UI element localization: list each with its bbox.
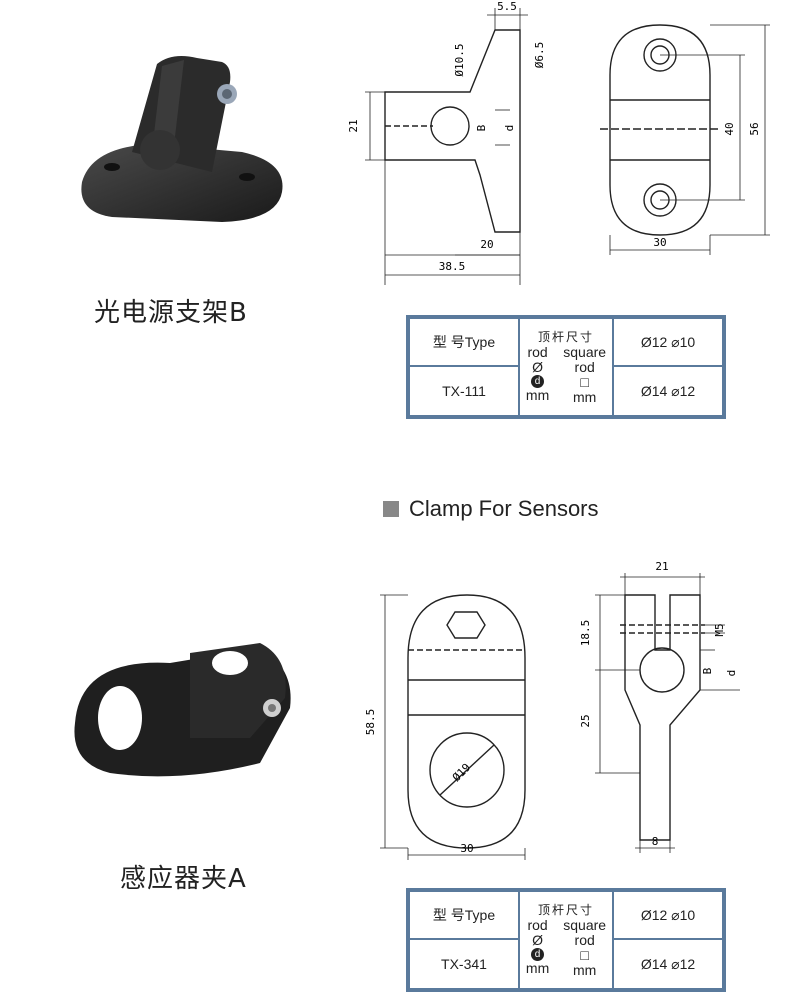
- dim-label: 38.5: [439, 260, 466, 273]
- header-type: 型 号Type: [409, 891, 519, 939]
- technical-drawing-side-view-clamp: 21 18.5 M5 B d 25 8: [579, 560, 740, 853]
- dim-label: 56: [748, 122, 761, 135]
- dim-label: 30: [653, 236, 666, 249]
- square-icon: □: [580, 946, 589, 963]
- model-number: TX-111: [409, 366, 519, 416]
- dim-label: 21: [347, 119, 360, 132]
- technical-drawing-top-view: 40 56 30: [600, 24, 770, 255]
- product-caption: 光电源支架B: [94, 298, 248, 328]
- dim-label: 25: [579, 714, 592, 727]
- dim-label: Ø19: [450, 761, 473, 784]
- d-badge-icon: d: [531, 374, 545, 388]
- dim-label: 30: [460, 842, 473, 855]
- dim-label: 8: [652, 835, 659, 848]
- product-photo-sensor-clamp-a: [74, 643, 291, 777]
- header-size: 顶杆尺寸 rod Ø d mm square rod □ mm: [519, 891, 613, 989]
- product-caption: 感应器夹A: [120, 864, 247, 894]
- dim-label: B: [475, 124, 488, 131]
- sizes-row1: Ø12 ⌀10: [613, 891, 723, 939]
- dim-label: 5.5: [497, 0, 517, 13]
- dim-label: Ø6.5: [533, 42, 545, 69]
- header-size: 顶杆尺寸 rod Ø d mm square rod □ mm: [519, 318, 613, 416]
- square-bullet-icon: [383, 501, 399, 517]
- dim-label: d: [725, 670, 738, 677]
- dim-label: 18.5: [579, 620, 592, 647]
- spec-table: 型 号Type 顶杆尺寸 rod Ø d mm square rod □ mm …: [406, 888, 726, 992]
- section-header: Clamp For Sensors: [383, 496, 599, 522]
- sizes-row1: Ø12 ⌀10: [613, 318, 723, 366]
- model-number: TX-341: [409, 939, 519, 989]
- dim-label: d: [503, 125, 516, 132]
- dim-label: 58.5: [364, 709, 377, 736]
- section-title: Clamp For Sensors: [409, 496, 599, 521]
- dim-label: Ø10.5: [453, 43, 466, 76]
- header-type: 型 号Type: [409, 318, 519, 366]
- product-photo-bracket-b: [81, 56, 283, 222]
- sizes-row2: Ø14 ⌀12: [613, 366, 723, 416]
- dim-label: M5: [713, 623, 726, 636]
- dim-label: 21: [655, 560, 668, 573]
- spec-table: 型 号Type 顶杆尺寸 rod Ø d mm square rod □ mm …: [406, 315, 726, 419]
- dim-label: 40: [723, 122, 736, 135]
- technical-drawing-front-view: 58.5 Ø19 30: [364, 594, 526, 860]
- sizes-row2: Ø14 ⌀12: [613, 939, 723, 989]
- dim-label: B: [701, 667, 714, 674]
- technical-drawing-side-view: 5.5 Ø10.5 Ø6.5 21 B d 20 38.5: [347, 0, 545, 285]
- dim-label: 20: [480, 238, 493, 251]
- d-badge-icon: d: [531, 947, 545, 961]
- square-icon: □: [580, 373, 589, 390]
